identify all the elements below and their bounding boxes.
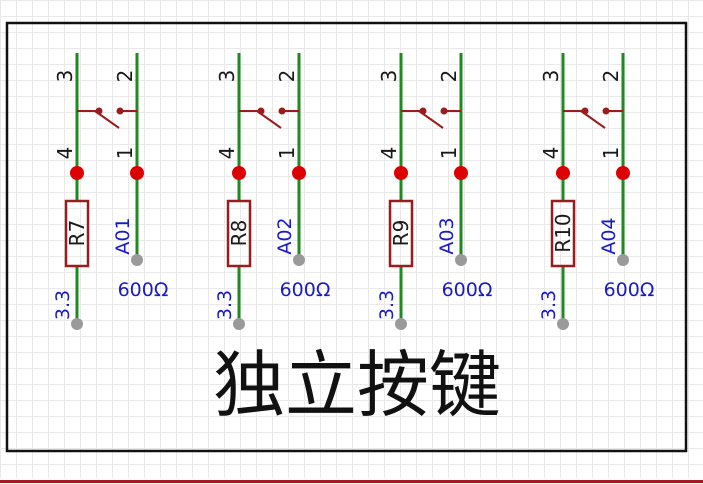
resistor-body (388, 199, 414, 268)
push-button-circuit: 3 2 4 1R7 A01 600Ω 3.3 (52, 53, 168, 330)
pin-number-2: 2 (437, 70, 461, 83)
resistor-body (550, 199, 576, 268)
junction-dot (556, 166, 570, 180)
pin-number-2: 2 (113, 70, 137, 83)
output-value-label: 600Ω (442, 279, 493, 301)
pin-number-3: 3 (215, 70, 239, 83)
switch-contact (278, 107, 286, 115)
junction-dot (232, 166, 246, 180)
pin-number-4: 4 (539, 147, 563, 160)
supply-voltage-label: 3.3 (538, 290, 560, 320)
pin-number-3: 3 (377, 70, 401, 83)
output-net-label: A01 (112, 217, 134, 254)
resistor-designator: R7 (65, 220, 89, 247)
pin-number-3: 3 (53, 70, 77, 83)
switch-contact (602, 107, 610, 115)
output-terminal (617, 254, 629, 266)
switch-contact (95, 107, 103, 115)
resistor-designator: R9 (389, 220, 413, 247)
pin-number-4: 4 (53, 147, 77, 160)
buttons-layer: 3 2 4 1R7 A01 600Ω 3.3 3 2 4 1R8 A02 600Ω 3.3 3 2 4 1R9 A0… (52, 53, 654, 330)
switch-contact (440, 107, 448, 115)
switch-contact (116, 107, 124, 115)
junction-dot (130, 166, 144, 180)
pin-number-1: 1 (437, 147, 461, 160)
output-net-label: A03 (436, 217, 458, 254)
schematic-frame (5, 21, 688, 453)
supply-voltage-label: 3.3 (376, 290, 398, 320)
output-value-label: 600Ω (118, 279, 169, 301)
junction-dot (616, 166, 630, 180)
supply-terminal (557, 318, 569, 330)
pin-number-4: 4 (377, 147, 401, 160)
output-net-label: A04 (598, 217, 620, 254)
switch-contact (257, 107, 265, 115)
resistor-body (64, 199, 90, 268)
pin-number-1: 1 (599, 147, 623, 160)
junction-dot (292, 166, 306, 180)
switch-contact (419, 107, 427, 115)
supply-voltage-label: 3.3 (214, 290, 236, 320)
output-terminal (455, 254, 467, 266)
pin-number-3: 3 (539, 70, 563, 83)
push-button-circuit: 3 2 4 1R8 A02 600Ω 3.3 (214, 53, 330, 330)
pin-number-4: 4 (215, 147, 239, 160)
resistor-body (226, 199, 252, 268)
pin-number-1: 1 (113, 147, 137, 160)
supply-voltage-label: 3.3 (52, 290, 74, 320)
supply-terminal (395, 318, 407, 330)
junction-dot (70, 166, 84, 180)
pin-number-2: 2 (275, 70, 299, 83)
output-net-label: A02 (274, 217, 296, 254)
resistor-designator: R8 (227, 220, 251, 247)
pin-number-2: 2 (599, 70, 623, 83)
junction-dot (394, 166, 408, 180)
switch-contact (581, 107, 589, 115)
bottom-border-bar (0, 478, 703, 484)
output-value-label: 600Ω (604, 279, 655, 301)
output-value-label: 600Ω (280, 279, 331, 301)
output-terminal (131, 254, 143, 266)
output-terminal (293, 254, 305, 266)
resistor-designator: R10 (551, 213, 575, 252)
push-button-circuit: 3 2 4 1R9 A03 600Ω 3.3 (376, 53, 492, 330)
supply-terminal (71, 318, 83, 330)
pin-number-1: 1 (275, 147, 299, 160)
diagram-title: 独立按键 (213, 343, 501, 427)
supply-terminal (233, 318, 245, 330)
junction-dot (454, 166, 468, 180)
